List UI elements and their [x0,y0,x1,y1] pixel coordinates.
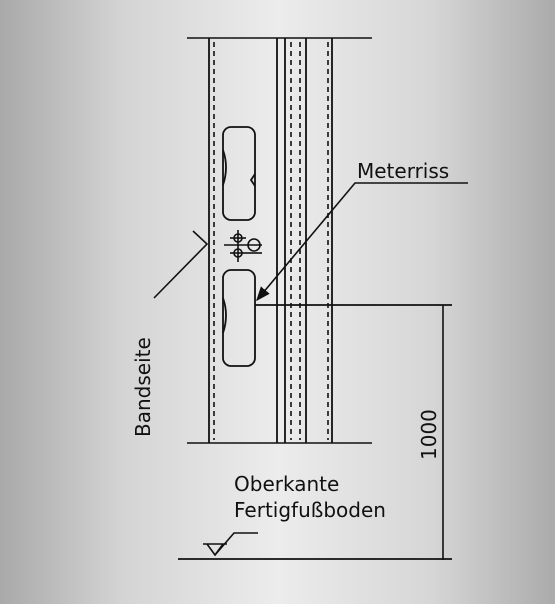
dimension-value: 1000 [417,409,441,460]
floor-label-line1: Oberkante [234,472,339,496]
hinge-pin-icon [224,230,262,262]
upper-slot-outline [222,126,256,221]
floor-level-icon [203,532,258,557]
lower-slot-outline [222,269,256,367]
bandseite-leader [153,230,209,299]
meterriss-leader [256,182,468,302]
floor-label-line2: Fertigfußboden [234,498,386,522]
meterriss-label: Meterriss [357,159,449,183]
frame-dashed-lines [213,42,329,440]
bandseite-label: Bandseite [131,337,155,437]
frame-profile-lines [208,38,333,443]
